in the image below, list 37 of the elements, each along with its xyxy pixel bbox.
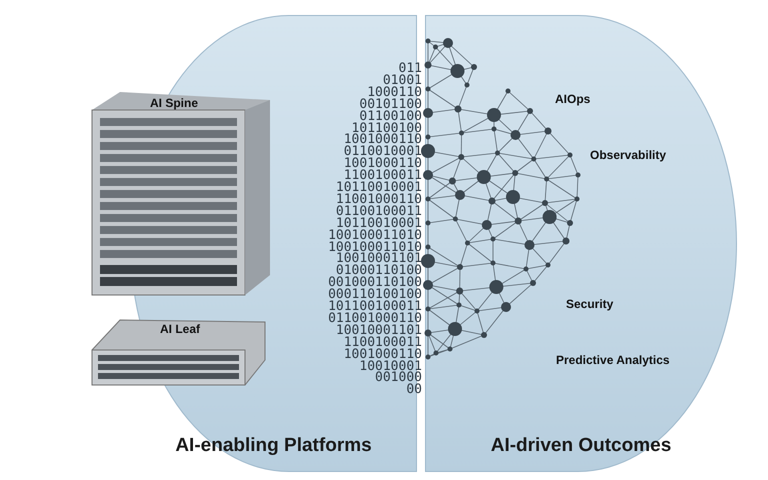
binary-digits: 1001000110 xyxy=(344,133,422,146)
binary-digits: 01100100 xyxy=(359,110,422,123)
binary-digits: 0110010001 xyxy=(344,145,422,158)
binary-digits: 100100011010 xyxy=(328,228,422,242)
outcome-label: Observability xyxy=(590,148,666,162)
binary-digits: 10110010001 xyxy=(336,216,422,230)
binary-digits: 001000 xyxy=(375,371,422,384)
binary-digits: 00 xyxy=(406,383,422,396)
outcome-label: AIOps xyxy=(555,92,590,106)
binary-digits: 1000110 xyxy=(367,86,422,99)
binary-digits: 011001000110 xyxy=(328,312,422,325)
binary-digits: 000110100100 xyxy=(328,288,422,302)
binary-digits: 10010001 xyxy=(359,360,422,372)
device-label: AI Leaf xyxy=(160,322,200,336)
binary-digits: 1100100011 xyxy=(344,336,422,349)
binary-digits: 101100100 xyxy=(352,122,422,134)
outcome-label: Security xyxy=(566,297,614,311)
binary-digits: 1001000110 xyxy=(344,157,422,170)
binary-digits: 01100100011 xyxy=(336,204,422,218)
binary-digits: 11001000110 xyxy=(336,192,422,206)
panel-heading: AI-enabling Platforms xyxy=(174,435,373,457)
binary-digits: 10010001101 xyxy=(336,324,422,337)
binary-digits: 100100011010 xyxy=(328,240,422,254)
binary-digits: 01001 xyxy=(382,74,422,87)
binary-digits: 00101100 xyxy=(359,98,422,111)
binary-digits: 10010001101 xyxy=(336,252,422,266)
binary-digits: 10110010001 xyxy=(336,181,422,194)
outcome-label: Predictive Analytics xyxy=(556,353,670,367)
panel xyxy=(425,15,737,472)
binary-digits: 1100100011 xyxy=(344,169,422,182)
device-label: AI Spine xyxy=(150,96,198,110)
binary-digits: 101100100011 xyxy=(328,300,422,313)
binary-digits: 01000110100 xyxy=(336,264,422,278)
binary-digits: 011 xyxy=(398,62,422,75)
panel-heading: AI-driven Outcomes xyxy=(490,435,672,457)
binary-digits: 1001000110 xyxy=(344,348,422,361)
binary-digits: 001000110100 xyxy=(328,276,422,290)
